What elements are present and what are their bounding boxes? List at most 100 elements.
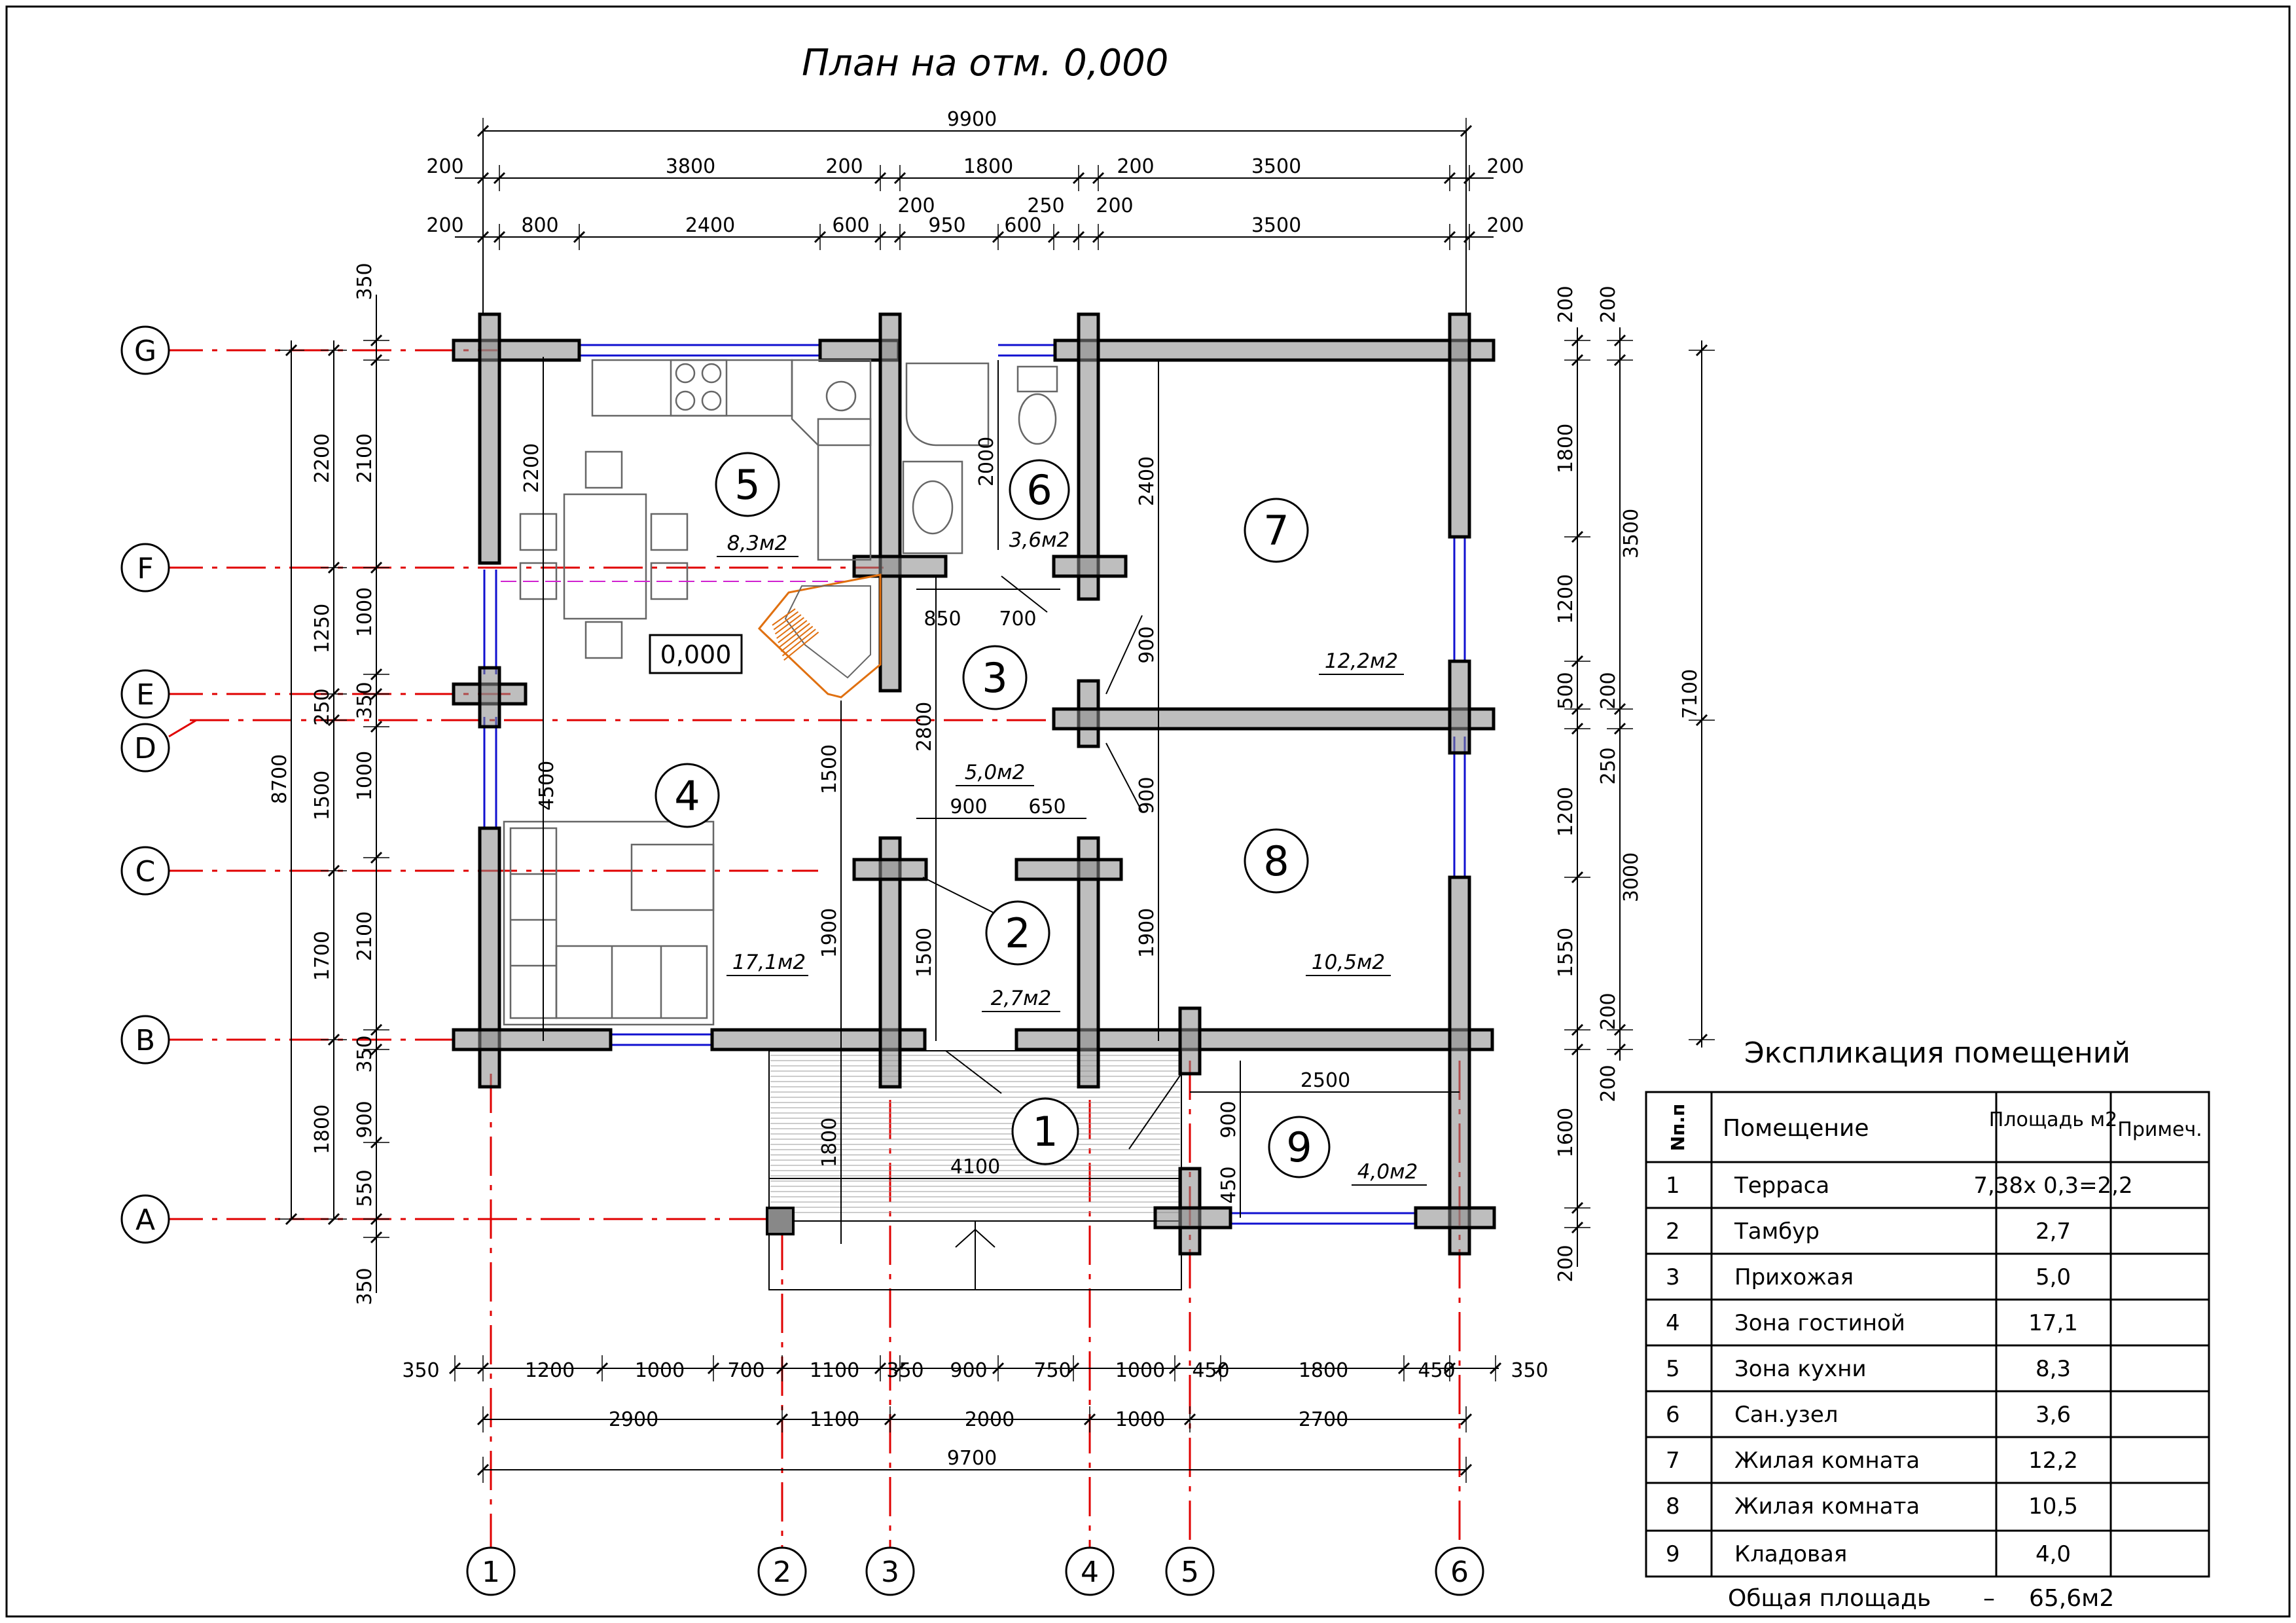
svg-text:1200: 1200 — [525, 1359, 575, 1382]
svg-text:3500: 3500 — [1251, 155, 1301, 178]
svg-text:8: 8 — [1263, 837, 1289, 885]
svg-text:1100: 1100 — [810, 1408, 859, 1431]
expl-row-area: 4,0 — [2036, 1541, 2071, 1567]
axis-bubble-3: 3 — [865, 1546, 915, 1596]
svg-text:350: 350 — [886, 1359, 924, 1382]
svg-text:1200: 1200 — [1554, 787, 1577, 837]
svg-text:350: 350 — [1511, 1359, 1548, 1382]
svg-text:4100: 4100 — [950, 1156, 1000, 1178]
svg-text:950: 950 — [928, 214, 965, 237]
svg-text:1800: 1800 — [963, 155, 1013, 178]
svg-text:2900: 2900 — [609, 1408, 658, 1431]
svg-text:200: 200 — [825, 155, 863, 178]
svg-text:65,6м2: 65,6м2 — [2029, 1585, 2114, 1612]
svg-text:3: 3 — [982, 654, 1007, 702]
svg-text:200: 200 — [1486, 214, 1524, 237]
svg-text:200: 200 — [897, 194, 935, 217]
svg-text:9700: 9700 — [947, 1447, 997, 1470]
svg-text:2500: 2500 — [1300, 1069, 1350, 1092]
axis-bubble-1: 1 — [466, 1546, 516, 1596]
expl-row-num: 3 — [1666, 1264, 1680, 1290]
axis-markers-letters: G F E D C B A — [120, 325, 197, 1244]
svg-text:900: 900 — [950, 1359, 987, 1382]
svg-text:1900: 1900 — [1136, 908, 1158, 958]
expl-row-room: Кладовая — [1734, 1541, 1847, 1567]
svg-text:200: 200 — [1117, 155, 1154, 178]
svg-text:5,0м2: 5,0м2 — [965, 761, 1025, 784]
expl-row-num: 4 — [1666, 1310, 1680, 1336]
svg-text:200: 200 — [1486, 155, 1524, 178]
svg-text:Общая площадь: Общая площадь — [1728, 1585, 1931, 1612]
svg-text:1200: 1200 — [1554, 574, 1577, 624]
svg-text:Помещение: Помещение — [1723, 1115, 1869, 1142]
expl-row-area: 17,1 — [2028, 1310, 2078, 1336]
svg-text:800: 800 — [521, 214, 558, 237]
svg-text:1800: 1800 — [818, 1118, 841, 1167]
svg-text:4,0м2: 4,0м2 — [1357, 1160, 1418, 1184]
svg-text:250: 250 — [1597, 747, 1620, 784]
svg-text:450: 450 — [1418, 1359, 1455, 1382]
svg-text:200: 200 — [1096, 194, 1133, 217]
svg-text:1000: 1000 — [635, 1359, 685, 1382]
living-furniture — [503, 820, 715, 1026]
expl-row-area: 3,6 — [2036, 1402, 2071, 1428]
room-1: 1 — [1011, 1097, 1079, 1165]
svg-text:1800: 1800 — [311, 1104, 334, 1154]
svg-text:E: E — [136, 678, 154, 712]
svg-text:1: 1 — [482, 1556, 500, 1589]
expl-row-room: Прихожая — [1734, 1264, 1854, 1290]
axis-bubble-2: 2 — [757, 1546, 807, 1596]
room-7: 7 12,2м2 — [1244, 498, 1404, 675]
svg-text:1550: 1550 — [1554, 928, 1577, 977]
expl-row-room: Тамбур — [1734, 1218, 1820, 1245]
axis-bubble-G: G — [120, 325, 170, 375]
svg-text:1000: 1000 — [353, 751, 376, 801]
dims-top: 9900 200 3800 200 1800 200 3500 200 200 … — [426, 108, 1524, 237]
svg-text:2800: 2800 — [913, 702, 936, 752]
room-6: 6 3,6м2 — [1009, 459, 1070, 552]
bathroom-fixtures — [902, 362, 1058, 555]
svg-text:900: 900 — [1217, 1101, 1240, 1138]
svg-text:17,1м2: 17,1м2 — [732, 951, 806, 974]
svg-text:500: 500 — [1554, 672, 1577, 709]
svg-text:B: B — [135, 1024, 155, 1057]
dimension-lines — [278, 118, 1715, 1483]
svg-text:2,7м2: 2,7м2 — [991, 987, 1051, 1010]
expl-row-num: 2 — [1666, 1218, 1680, 1245]
svg-text:3,6м2: 3,6м2 — [1009, 528, 1069, 552]
axis-bubble-A: A — [120, 1194, 170, 1244]
svg-text:450: 450 — [1217, 1166, 1240, 1203]
svg-text:A: A — [135, 1203, 155, 1237]
svg-text:900: 900 — [1136, 626, 1158, 663]
svg-text:9900: 9900 — [947, 108, 997, 131]
svg-text:1100: 1100 — [810, 1359, 859, 1382]
svg-text:3000: 3000 — [1620, 852, 1643, 902]
axis-bubble-F: F — [120, 543, 170, 593]
svg-text:200: 200 — [1597, 1065, 1620, 1102]
svg-text:900: 900 — [353, 1101, 376, 1138]
expl-row-room: Зона гостиной — [1734, 1310, 1905, 1336]
expl-row-room: Жилая комната — [1734, 1493, 1920, 1520]
svg-text:12,2м2: 12,2м2 — [1325, 649, 1398, 673]
expl-row-area: 12,2 — [2028, 1448, 2078, 1474]
svg-text:200: 200 — [1597, 993, 1620, 1030]
svg-text:2400: 2400 — [685, 214, 735, 237]
svg-text:250: 250 — [311, 688, 334, 725]
svg-text:350: 350 — [353, 682, 376, 719]
svg-text:1500: 1500 — [913, 928, 936, 977]
svg-text:1800: 1800 — [1554, 424, 1577, 473]
svg-text:1700: 1700 — [311, 931, 334, 981]
svg-text:350: 350 — [353, 1035, 376, 1072]
svg-text:7100: 7100 — [1679, 669, 1702, 719]
svg-text:200: 200 — [1597, 285, 1620, 323]
room-9: 9 4,0м2 — [1268, 1116, 1427, 1186]
svg-text:850: 850 — [924, 608, 961, 630]
axis-bubble-B: B — [120, 1015, 170, 1065]
dims-left: 8700 2200 1250 250 1500 1700 1800 350 21… — [268, 263, 376, 1305]
svg-text:2000: 2000 — [965, 1408, 1014, 1431]
svg-text:200: 200 — [1597, 672, 1620, 709]
svg-text:1900: 1900 — [818, 908, 841, 958]
svg-text:4: 4 — [674, 772, 700, 820]
room-8: 8 10,5м2 — [1244, 828, 1391, 976]
svg-text:250: 250 — [1027, 194, 1064, 217]
